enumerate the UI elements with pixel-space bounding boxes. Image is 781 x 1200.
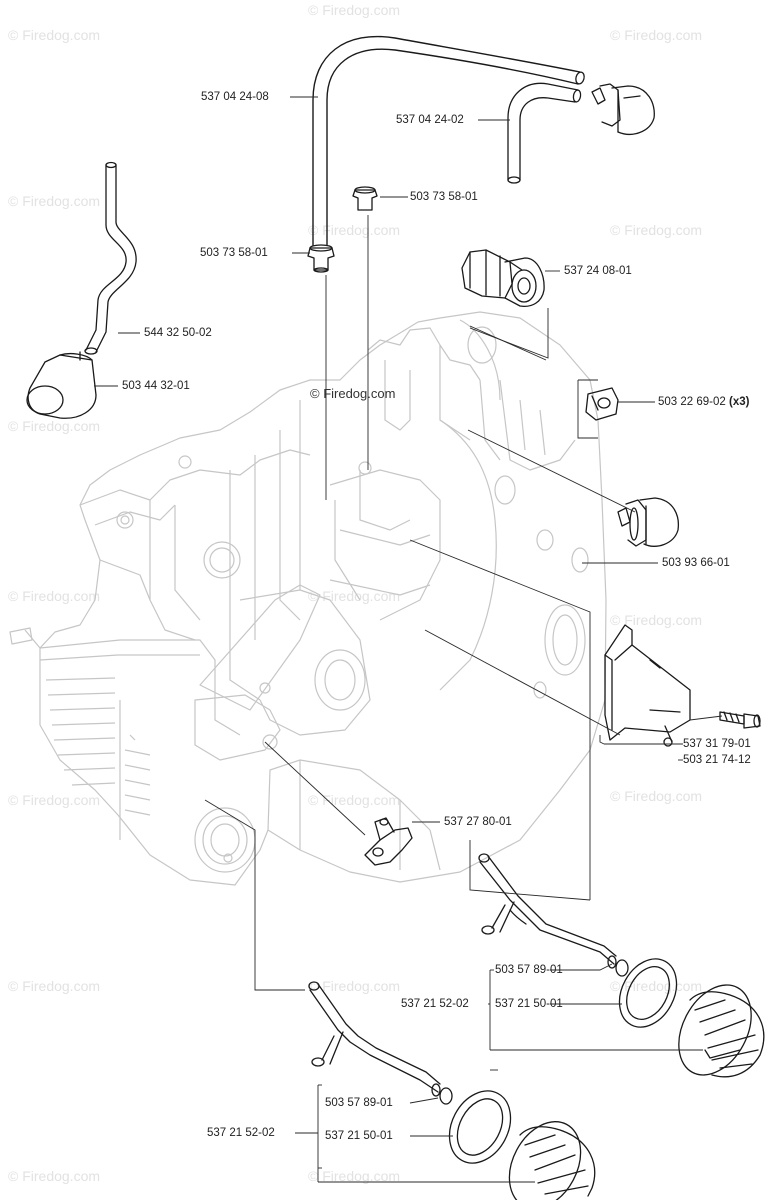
watermark: © Firedog.com — [308, 1168, 401, 1184]
label-short-hose: 537 04 24-02 — [396, 114, 464, 126]
watermark: © Firedog.com — [8, 418, 101, 434]
label-cap-b-cap: 537 21 50-01 — [325, 1130, 393, 1142]
primer-bulb-top-part — [591, 83, 655, 135]
label-clip-qty: (x3) — [729, 396, 750, 408]
label-deflector: 537 31 79-01 — [683, 738, 751, 750]
watermark: © Firedog.com — [8, 978, 101, 994]
label-cap-a-seal: 503 57 89-01 — [495, 964, 563, 976]
watermark: © Firedog.com — [308, 222, 401, 238]
valve-part — [461, 249, 545, 308]
label-cap-a-kit: 537 21 52-02 — [401, 998, 469, 1010]
screw-part — [719, 711, 761, 729]
pickup-hose-part — [84, 161, 137, 355]
label-pickup-hose: 544 32 50-02 — [144, 327, 212, 339]
label-filter: 503 44 32-01 — [122, 380, 190, 392]
fuel-filter-part — [26, 351, 97, 419]
watermark: © Firedog.com — [8, 27, 101, 43]
label-cap-b-kit: 537 21 52-02 — [207, 1127, 275, 1139]
short-hose-part — [507, 82, 582, 184]
watermark: © Firedog.com — [308, 978, 401, 994]
label-cap-b-seal: 503 57 89-01 — [325, 1097, 393, 1109]
watermark: © Firedog.com — [8, 792, 101, 808]
watermark: © Firedog.com — [610, 788, 703, 804]
watermark: © Firedog.com — [8, 588, 101, 604]
label-valve: 537 24 08-01 — [564, 265, 632, 277]
label-screw: 503 21 74-12 — [683, 754, 751, 766]
watermark: © Firedog.com — [610, 222, 703, 238]
watermark: © Firedog.com — [308, 792, 401, 808]
watermark: © Firedog.com — [8, 1168, 101, 1184]
bracket-part — [364, 817, 413, 866]
leader-lines — [94, 96, 723, 1183]
label-clip: 503 22 69-02 (x3) — [658, 396, 749, 408]
watermark: © Firedog.com — [610, 27, 703, 43]
crankcase-drawing — [9, 311, 607, 886]
clip-part — [585, 387, 619, 421]
grommet-left-part — [307, 244, 335, 273]
watermark: © Firedog.com — [308, 2, 401, 18]
watermark: © Firedog.com — [8, 193, 101, 209]
long-hose-part — [312, 35, 585, 246]
label-clip-number: 503 22 69-02 — [658, 396, 726, 408]
label-cap-a-cap: 537 21 50-01 — [495, 998, 563, 1010]
grommet-top-part — [352, 186, 378, 211]
label-long-hose: 537 04 24-08 — [201, 91, 269, 103]
label-bracket: 537 27 80-01 — [444, 816, 512, 828]
fuel-cap-lower-part — [308, 981, 596, 1200]
fuel-cap-upper-part — [478, 853, 765, 1078]
copyright-label: © Firedog.com — [310, 386, 396, 401]
label-grommet-top: 503 73 58-01 — [410, 191, 478, 203]
label-grommet-left: 503 73 58-01 — [200, 247, 268, 259]
deflector-part — [604, 624, 691, 747]
label-primer: 503 93 66-01 — [662, 557, 730, 569]
watermark: © Firedog.com — [308, 588, 401, 604]
primer-bulb-part — [617, 497, 680, 547]
watermark: © Firedog.com — [610, 612, 703, 628]
